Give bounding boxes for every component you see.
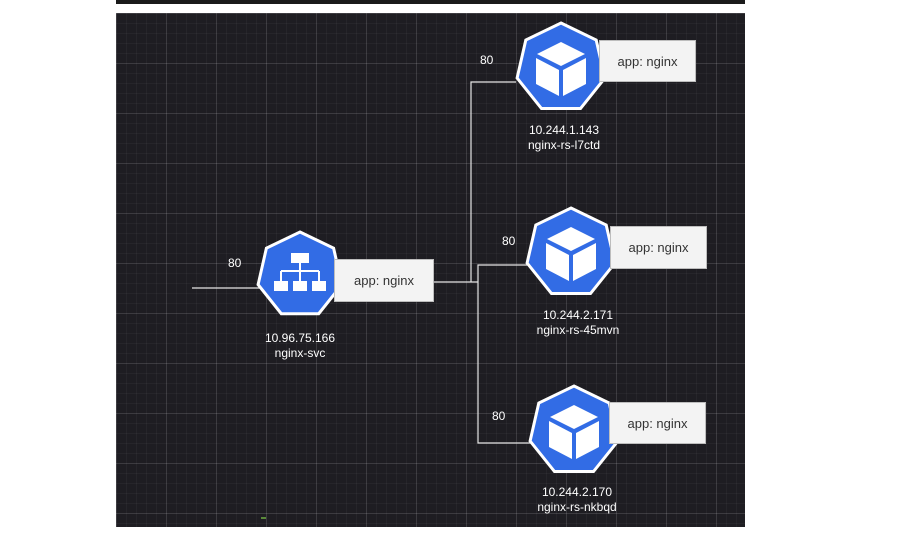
service-info: 10.96.75.166 nginx-svc	[265, 331, 335, 361]
pod-cube-icon	[528, 384, 620, 473]
pod-ip: 10.244.1.143	[528, 123, 600, 137]
pod-name: nginx-rs-45mvn	[536, 323, 620, 337]
connector-pod-1	[470, 81, 516, 282]
service-network-icon	[256, 230, 344, 316]
pod-selector-box[interactable]: app: nginx	[610, 226, 707, 269]
service-port-label: 80	[228, 256, 242, 270]
connector-pod-3	[477, 282, 531, 444]
pod-port-label: 80	[502, 234, 516, 248]
connector-layer	[192, 21, 620, 473]
pod-info: 10.244.2.170 nginx-rs-nkbqd	[537, 485, 616, 515]
pod-name: nginx-rs-l7ctd	[527, 138, 601, 152]
pod-cube-icon	[515, 21, 607, 110]
pod-port-label: 80	[480, 53, 494, 67]
connector-pod-2	[477, 264, 528, 282]
pod-selector-box[interactable]: app: nginx	[599, 40, 696, 82]
top-bar	[116, 0, 745, 4]
service-selector-box[interactable]: app: nginx	[334, 259, 434, 302]
pod-info: 10.244.2.171 nginx-rs-45mvn	[537, 308, 620, 338]
pod-info: 10.244.1.143 nginx-rs-l7ctd	[528, 123, 600, 153]
pod-ip: 10.244.2.170	[541, 485, 613, 499]
pod-cube-icon	[525, 206, 617, 295]
pod-ip: 10.244.2.171	[542, 308, 614, 322]
canvas-marker	[261, 517, 266, 519]
pod-name: nginx-rs-nkbqd	[537, 500, 617, 514]
pod-port-label: 80	[492, 409, 506, 423]
service-name: nginx-svc	[274, 346, 326, 360]
service-ip: 10.96.75.166	[264, 331, 336, 345]
pod-selector-box[interactable]: app: nginx	[609, 402, 706, 444]
diagram-canvas: 80 app: nginx 10.96.75.166 nginx-svc 80 …	[116, 13, 745, 527]
